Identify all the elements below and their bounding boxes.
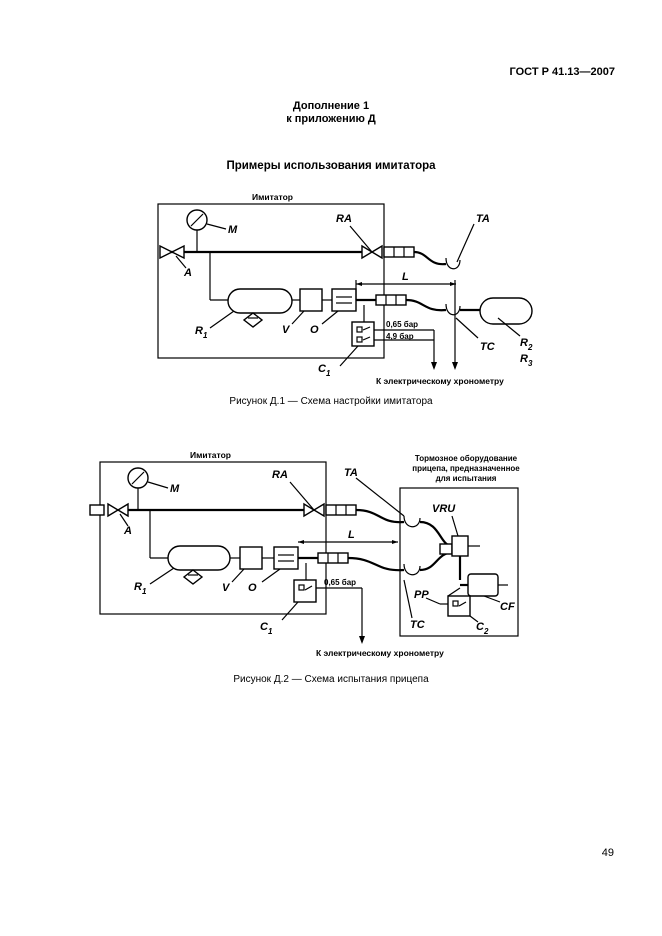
label-TC: TC <box>480 341 496 353</box>
imitator-label: Имитатор <box>252 192 293 202</box>
coupling-RA <box>383 246 415 258</box>
pressure-1: 0,65 бар <box>386 320 418 329</box>
imitator-box <box>157 203 385 359</box>
valve-RA-icon <box>361 244 374 260</box>
appendix-title: Дополнение 1 <box>292 100 370 112</box>
reservoir-R1 <box>227 288 293 314</box>
figure-2-caption: Рисунок Д.2 — Схема испытания прицепа <box>233 674 429 685</box>
appendix-subtitle: к приложению Д <box>286 113 376 125</box>
coupling-TA-icon <box>445 257 461 270</box>
reservoir-R2 <box>479 297 533 325</box>
orifice-O <box>331 288 357 312</box>
label-O: O <box>310 324 319 336</box>
standard-code: ГОСТ Р 41.13—2007 <box>509 66 615 78</box>
label-R3: R3 <box>520 353 533 368</box>
label-R1: R1 <box>195 325 208 340</box>
label-TA: TA <box>476 213 490 225</box>
label-V: V <box>282 324 291 336</box>
label-L: L <box>402 271 409 283</box>
section-title: Примеры использования имитатора <box>226 160 436 172</box>
pressure-switch-C1 <box>351 321 375 347</box>
valve-V <box>299 288 323 312</box>
page-number: 49 <box>601 847 614 859</box>
drain-icon <box>242 312 264 328</box>
label-M: M <box>228 224 238 236</box>
chronometer-label: К электрическому хронометру <box>376 376 504 386</box>
label-A: A <box>183 267 192 279</box>
coupling-control <box>375 294 407 306</box>
label-RA: RA <box>336 213 352 225</box>
label-C1: C1 <box>318 363 331 378</box>
pressure-2: 4,9 бар <box>386 332 414 341</box>
coupling-TC-icon <box>445 303 461 316</box>
valve-A-icon <box>159 244 174 260</box>
figure-1-caption: Рисунок Д.1 — Схема настройки имитатора <box>229 396 433 407</box>
label-R2: R2 <box>520 337 533 352</box>
